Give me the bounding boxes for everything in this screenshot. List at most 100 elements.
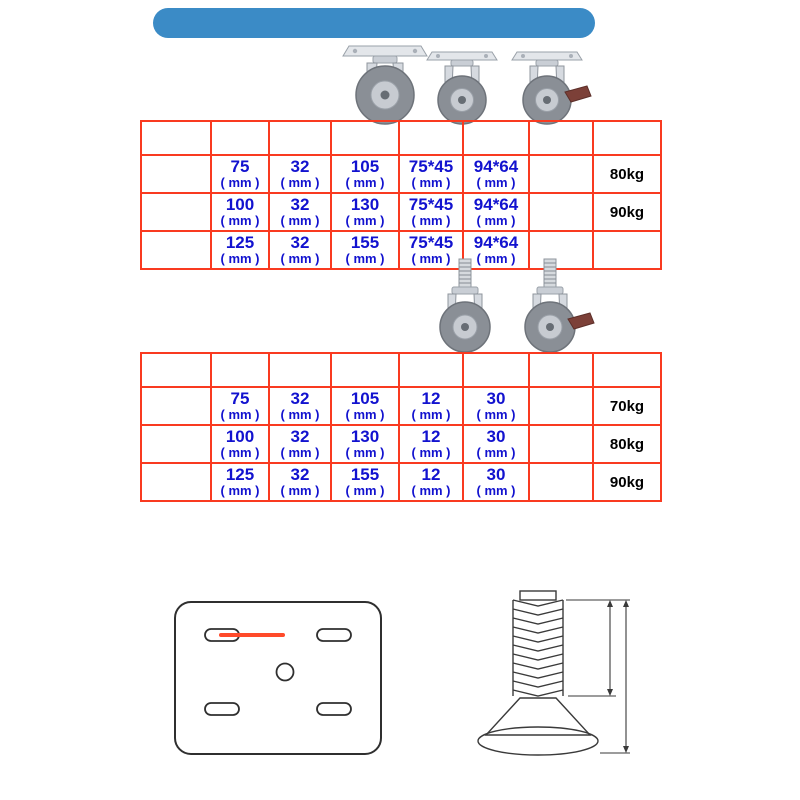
spec-cell: 32( mm ) bbox=[268, 230, 332, 270]
spec-unit: ( mm ) bbox=[476, 445, 516, 460]
spec-unit: ( mm ) bbox=[476, 251, 516, 266]
spec-value: 75 bbox=[230, 389, 250, 408]
table-row: 75( mm )32( mm )105( mm )75*45( mm )94*6… bbox=[140, 154, 662, 194]
table-row: 100( mm )32( mm )130( mm )12( mm )30( mm… bbox=[140, 424, 662, 464]
spec-value: 125 bbox=[225, 465, 255, 484]
empty-cell bbox=[140, 120, 212, 156]
spec-unit: ( mm ) bbox=[345, 251, 385, 266]
spec-unit: ( mm ) bbox=[345, 213, 385, 228]
spec-unit: ( mm ) bbox=[220, 407, 260, 422]
spec-value: 12 bbox=[421, 427, 441, 446]
spec-value: 30 bbox=[486, 389, 506, 408]
spec-value: 155 bbox=[350, 233, 380, 252]
spec-cell: 75*45( mm ) bbox=[398, 230, 464, 270]
arrowhead bbox=[623, 746, 629, 753]
arrowhead bbox=[607, 600, 613, 607]
foot-cone bbox=[484, 697, 592, 736]
spec-cell: 75( mm ) bbox=[210, 154, 270, 194]
arrowhead bbox=[623, 600, 629, 607]
spec-value: 32 bbox=[290, 157, 310, 176]
stem-dimension-drawing bbox=[477, 590, 630, 756]
spec-unit: ( mm ) bbox=[476, 175, 516, 190]
weight-cell bbox=[592, 352, 662, 388]
spec-cell bbox=[268, 120, 332, 156]
spec-cell: 12( mm ) bbox=[398, 386, 464, 426]
weight-cell: 90kg bbox=[592, 192, 662, 232]
spec-value: 75*45 bbox=[408, 195, 454, 214]
spec-unit: ( mm ) bbox=[411, 483, 451, 498]
arrowhead bbox=[607, 689, 613, 696]
table-row: 100( mm )32( mm )130( mm )75*45( mm )94*… bbox=[140, 192, 662, 232]
spec-unit: ( mm ) bbox=[476, 407, 516, 422]
spec-value: 12 bbox=[421, 465, 441, 484]
dimension-arrows bbox=[566, 599, 630, 754]
spec-cell: 155( mm ) bbox=[330, 462, 400, 502]
brake-lever bbox=[564, 85, 592, 103]
spec-value: 32 bbox=[290, 465, 310, 484]
spec-cell bbox=[268, 352, 332, 388]
empty-cell bbox=[140, 230, 212, 270]
spec-value: 94*64 bbox=[473, 157, 519, 176]
spec-value: 32 bbox=[290, 427, 310, 446]
spec-unit: ( mm ) bbox=[280, 483, 320, 498]
spec-unit: ( mm ) bbox=[220, 175, 260, 190]
spec-unit: ( mm ) bbox=[280, 251, 320, 266]
spec-cell: 32( mm ) bbox=[268, 386, 332, 426]
stem-cap bbox=[519, 590, 557, 601]
spec-cell: 32( mm ) bbox=[268, 154, 332, 194]
empty-cell bbox=[528, 462, 594, 502]
spec-value: 130 bbox=[350, 195, 380, 214]
spec-value: 105 bbox=[350, 389, 380, 408]
spec-unit: ( mm ) bbox=[220, 213, 260, 228]
spec-unit: ( mm ) bbox=[345, 407, 385, 422]
empty-cell bbox=[140, 154, 212, 194]
spec-value: 94*64 bbox=[473, 233, 519, 252]
spec-cell bbox=[210, 120, 270, 156]
spec-unit: ( mm ) bbox=[280, 175, 320, 190]
weight-cell bbox=[592, 120, 662, 156]
spec-unit: ( mm ) bbox=[411, 213, 451, 228]
empty-cell bbox=[528, 352, 594, 388]
spec-unit: ( mm ) bbox=[411, 445, 451, 460]
spec-cell: 130( mm ) bbox=[330, 424, 400, 464]
plate-casters-photo bbox=[342, 45, 592, 125]
stem-caster-brake-image bbox=[524, 258, 595, 353]
spec-unit: ( mm ) bbox=[345, 175, 385, 190]
stem-casters-photo bbox=[439, 258, 595, 353]
spec-cell: 100( mm ) bbox=[210, 424, 270, 464]
spec-value: 75*45 bbox=[408, 157, 454, 176]
spec-unit: ( mm ) bbox=[476, 213, 516, 228]
spec-cell: 105( mm ) bbox=[330, 154, 400, 194]
spec-cell bbox=[210, 352, 270, 388]
spec-value: 30 bbox=[486, 465, 506, 484]
spec-cell: 94*64( mm ) bbox=[462, 154, 530, 194]
plate-caster-medium-image bbox=[426, 51, 498, 125]
center-hole bbox=[275, 662, 295, 682]
spec-unit: ( mm ) bbox=[345, 483, 385, 498]
empty-cell bbox=[528, 120, 594, 156]
plate-caster-brake-image bbox=[511, 51, 592, 125]
spec-cell: 30( mm ) bbox=[462, 386, 530, 426]
brake-lever bbox=[567, 312, 595, 330]
spec-cell: 155( mm ) bbox=[330, 230, 400, 270]
spec-value: 75*45 bbox=[408, 233, 454, 252]
spec-value: 130 bbox=[350, 427, 380, 446]
spec-cell: 105( mm ) bbox=[330, 386, 400, 426]
empty-cell bbox=[140, 462, 212, 502]
spec-value: 100 bbox=[225, 195, 255, 214]
table-row: 75( mm )32( mm )105( mm )12( mm )30( mm … bbox=[140, 386, 662, 426]
empty-cell bbox=[528, 424, 594, 464]
spec-value: 32 bbox=[290, 389, 310, 408]
spec-unit: ( mm ) bbox=[280, 407, 320, 422]
spec-cell: 30( mm ) bbox=[462, 424, 530, 464]
empty-cell bbox=[528, 154, 594, 194]
spec-value: 30 bbox=[486, 427, 506, 446]
spec-value: 32 bbox=[290, 233, 310, 252]
title-banner bbox=[153, 8, 595, 38]
table-row: 125( mm )32( mm )155( mm )12( mm )30( mm… bbox=[140, 462, 662, 502]
spec-cell bbox=[398, 352, 464, 388]
spec-cell bbox=[462, 120, 530, 156]
mounting-slot bbox=[316, 702, 352, 716]
plate-caster-large-image bbox=[342, 45, 428, 125]
spec-value: 125 bbox=[225, 233, 255, 252]
